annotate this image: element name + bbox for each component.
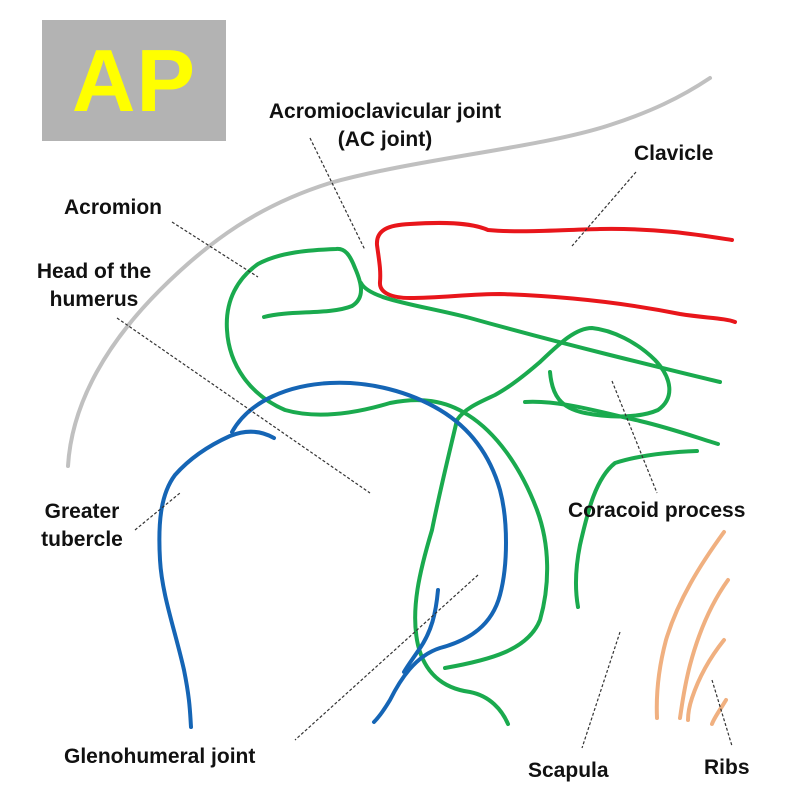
label-head-line1: Head of the: [36, 260, 152, 283]
label-acromion: Acromion: [64, 196, 163, 219]
scapula-outline: [224, 246, 722, 726]
label-scapula: Scapula: [528, 759, 609, 782]
label-greater-line2: tubercle: [41, 528, 123, 551]
greater-tubercle-outline: [157, 429, 276, 729]
label-coracoid-process: Coracoid process: [568, 499, 746, 522]
soft-tissue-outline: [66, 76, 712, 468]
acromion-outline: [224, 246, 550, 670]
view-badge: AP: [42, 20, 226, 141]
label-head-line2: humerus: [49, 288, 139, 311]
label-greater-line1: Greater: [44, 500, 120, 523]
coracoid-outline: [455, 326, 672, 422]
label-greater-tubercle: Greater tubercle: [26, 498, 138, 554]
label-ac-joint-line1: Acromioclavicular joint: [268, 100, 502, 123]
label-ac-joint-line2: (AC joint): [337, 128, 433, 151]
label-glenohumeral-joint: Glenohumeral joint: [64, 745, 256, 768]
label-clavicle: Clavicle: [634, 142, 714, 165]
humerus-outline: [157, 380, 508, 729]
glenoid-outline: [413, 418, 510, 726]
label-head-of-humerus: Head of the humerus: [20, 258, 168, 314]
label-ribs: Ribs: [704, 756, 750, 779]
clavicle-outline: [374, 220, 737, 324]
leader-lines: [116, 137, 733, 749]
label-ac-joint: Acromioclavicular joint (AC joint): [242, 98, 528, 154]
ribs-outline: [654, 530, 730, 726]
view-badge-label: AP: [71, 30, 197, 130]
humeral-head-outline: [230, 380, 508, 724]
